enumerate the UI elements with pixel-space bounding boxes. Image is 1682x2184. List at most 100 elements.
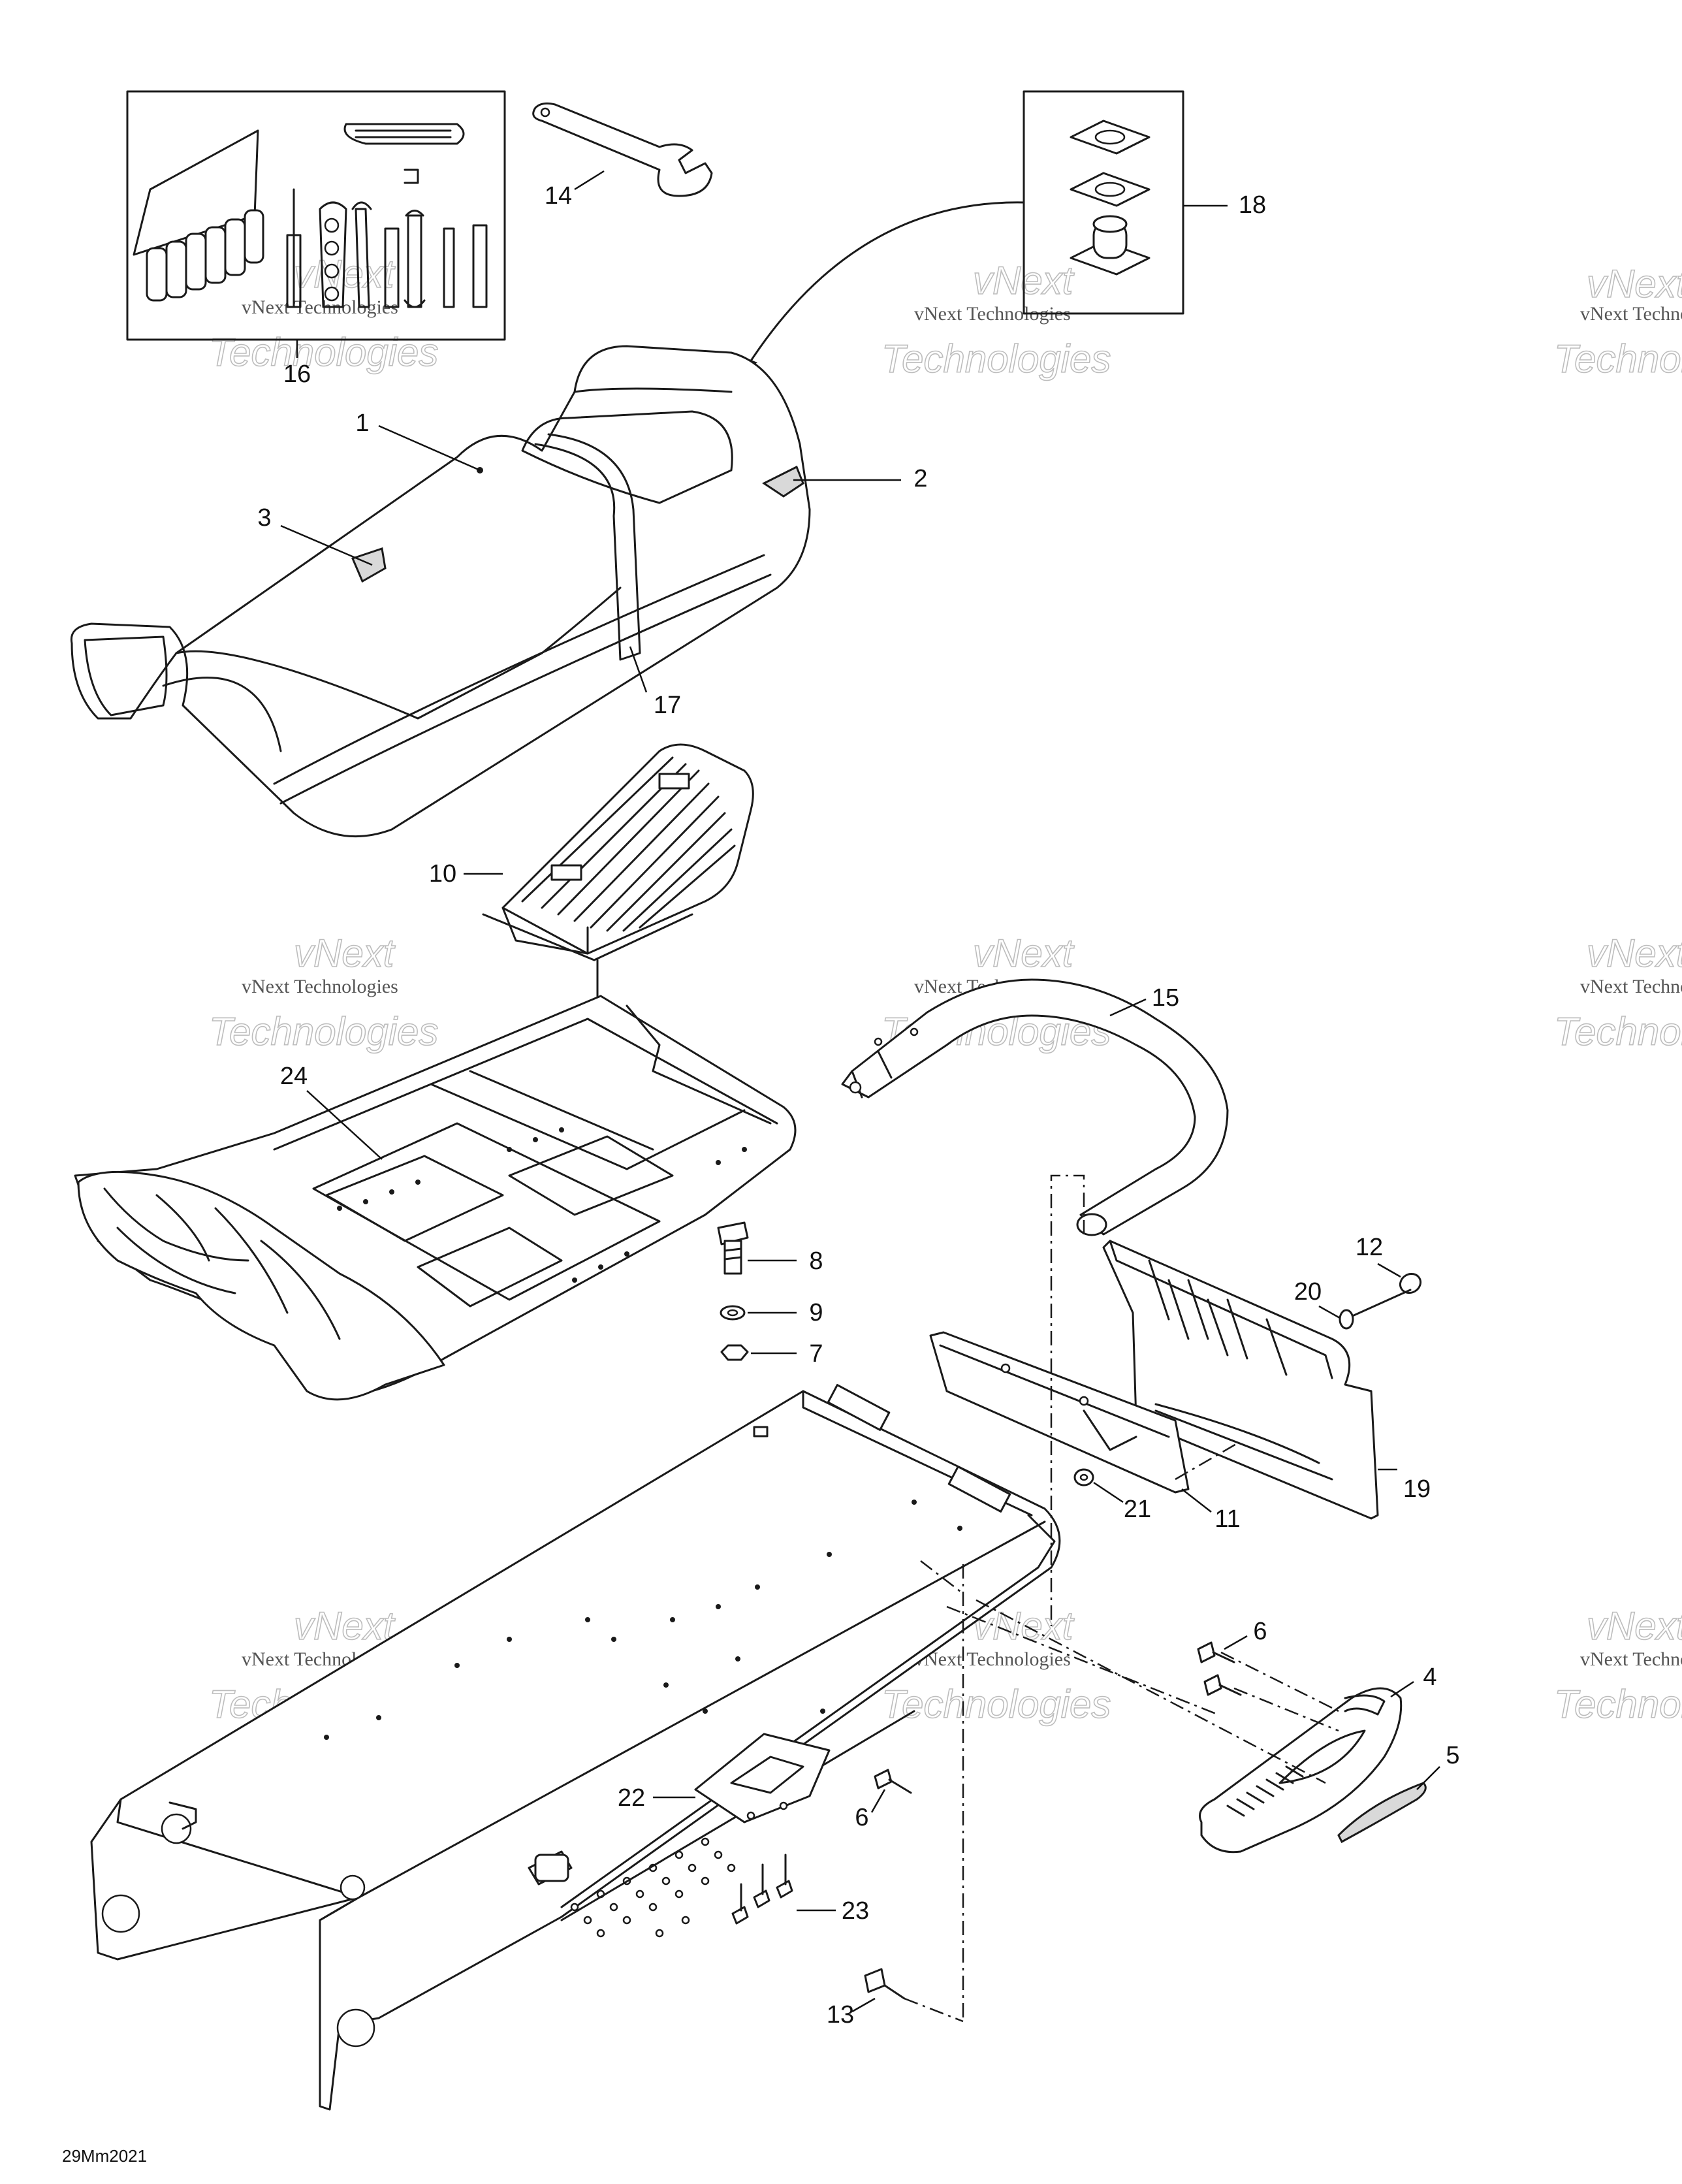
callout-number: 4 xyxy=(1423,1663,1436,1691)
watermark-small: vNext Technologies xyxy=(242,976,398,997)
callout-number: 20 xyxy=(1294,1278,1322,1306)
callout-3: 3 xyxy=(257,504,373,566)
latch-arrow xyxy=(746,201,1025,367)
watermark-small: vNext Technologies xyxy=(242,297,398,318)
callout-6-lower: 6 xyxy=(855,1789,886,1831)
callout-number: 21 xyxy=(1124,1496,1151,1523)
callout-2: 2 xyxy=(793,465,928,492)
callout-number: 16 xyxy=(283,361,311,388)
watermark-small: vNext Technologies xyxy=(1580,303,1682,325)
watermark: vNext Technologies vNext Technologies xyxy=(208,931,439,1054)
callout-number: 5 xyxy=(1446,1742,1459,1769)
clip-12 xyxy=(1399,1272,1422,1294)
callout-6-upper: 6 xyxy=(1224,1618,1267,1650)
watermark-large-bottom: Technologies xyxy=(209,330,438,374)
callout-19: 19 xyxy=(1378,1468,1431,1503)
watermark-large-bottom: Technologies xyxy=(1554,1682,1682,1726)
spanner-wrench xyxy=(532,102,713,197)
callout-20: 20 xyxy=(1294,1278,1341,1319)
callout-number: 9 xyxy=(809,1299,823,1326)
watermark-large-bottom: Technologies xyxy=(1554,337,1682,381)
callout-24: 24 xyxy=(280,1063,383,1160)
watermark-large-top: vNext xyxy=(1587,262,1682,306)
seat-cushion xyxy=(70,345,811,838)
callout-22: 22 xyxy=(618,1784,695,1812)
callout-18: 18 xyxy=(1183,191,1266,219)
tunnel-dots xyxy=(324,1500,962,1740)
grille-slots xyxy=(1226,1765,1304,1817)
watermark-large-top: vNext xyxy=(294,931,396,975)
callout-number: 11 xyxy=(1214,1505,1240,1533)
screws-23 xyxy=(731,1854,793,1925)
watermark-large-bottom: Technologies xyxy=(881,337,1111,381)
callout-number: 24 xyxy=(280,1063,308,1090)
callout-number: 12 xyxy=(1356,1234,1383,1261)
nut-7 xyxy=(720,1344,749,1361)
callout-number: 19 xyxy=(1403,1475,1431,1503)
callout-14: 14 xyxy=(545,170,605,210)
step-plate-22 xyxy=(694,1733,831,1823)
watermark: vNext Technologies vNext Technologies xyxy=(1553,261,1682,381)
bolt-13 xyxy=(864,1968,906,2000)
assembly-lines xyxy=(904,1174,1339,2023)
callout-number: 1 xyxy=(355,410,369,437)
washer-9 xyxy=(720,1305,746,1321)
callout-12: 12 xyxy=(1356,1234,1401,1278)
callout-number: 18 xyxy=(1239,191,1266,219)
storage-box xyxy=(482,743,754,961)
callout-number: 6 xyxy=(1253,1618,1267,1645)
rear-tunnel xyxy=(90,1384,1061,2111)
callout-4: 4 xyxy=(1390,1663,1437,1698)
callout-10: 10 xyxy=(429,860,503,888)
screw-6-lower xyxy=(874,1769,912,1794)
bolt-8 xyxy=(717,1221,749,1275)
watermark-small: vNext Technologies xyxy=(1580,976,1682,997)
callout-16: 16 xyxy=(283,340,311,388)
watermark-large-bottom: Technologies xyxy=(1554,1010,1682,1053)
seat-base-frame xyxy=(74,995,797,1401)
callout-number: 17 xyxy=(654,692,681,719)
callout-1: 1 xyxy=(355,410,481,472)
watermark-large-bottom: Technologies xyxy=(881,1682,1111,1726)
callout-13: 13 xyxy=(827,1997,876,2029)
callout-11: 11 xyxy=(1181,1488,1241,1533)
callout-number: 13 xyxy=(827,2001,854,2029)
watermark: vNext Technologies vNext Technologies xyxy=(1553,1603,1682,1727)
screws-6-upper xyxy=(1197,1641,1242,1696)
pin-20 xyxy=(1339,1289,1412,1330)
watermark-small: vNext Technologies xyxy=(914,1648,1071,1670)
callout-17: 17 xyxy=(629,646,681,719)
box-ribs xyxy=(521,756,736,932)
seat-latch-box xyxy=(1023,90,1184,315)
frame-holes xyxy=(337,1127,747,1283)
callout-number: 3 xyxy=(257,504,271,532)
watermarks: vNext Technologies vNext Technologies vN… xyxy=(208,251,1682,1727)
callout-number: 10 xyxy=(429,860,456,888)
callout-number: 8 xyxy=(809,1247,823,1275)
tool-kit-box xyxy=(126,90,506,341)
callout-number: 2 xyxy=(913,465,927,492)
bracket-11 xyxy=(929,1331,1190,1494)
callout-number: 23 xyxy=(842,1897,869,1925)
reflector-5 xyxy=(1337,1782,1427,1844)
watermark-large-bottom: Technologies xyxy=(209,1010,438,1053)
callout-23: 23 xyxy=(797,1897,869,1925)
callout-number: 6 xyxy=(855,1804,868,1831)
watermark: vNext Technologies vNext Technologies xyxy=(1553,931,1682,1054)
watermark-large-top: vNext xyxy=(1587,1604,1682,1648)
callout-15: 15 xyxy=(1109,984,1179,1017)
callout-21: 21 xyxy=(1093,1481,1151,1523)
watermark: vNext Technologies vNext Technologies xyxy=(881,258,1111,381)
rear-flap-assembly xyxy=(1102,1240,1379,1520)
callout-5: 5 xyxy=(1416,1742,1460,1790)
grab-handle xyxy=(841,978,1229,1236)
watermark-large-top: vNext xyxy=(1587,931,1682,975)
callout-7: 7 xyxy=(751,1340,823,1368)
callout-9: 9 xyxy=(748,1299,823,1326)
callout-number: 15 xyxy=(1152,984,1179,1012)
watermark-large-top: vNext xyxy=(294,1604,396,1648)
watermark-small: vNext Technologies xyxy=(1580,1648,1682,1670)
callout-number: 14 xyxy=(545,182,572,210)
callout-8: 8 xyxy=(748,1247,823,1275)
